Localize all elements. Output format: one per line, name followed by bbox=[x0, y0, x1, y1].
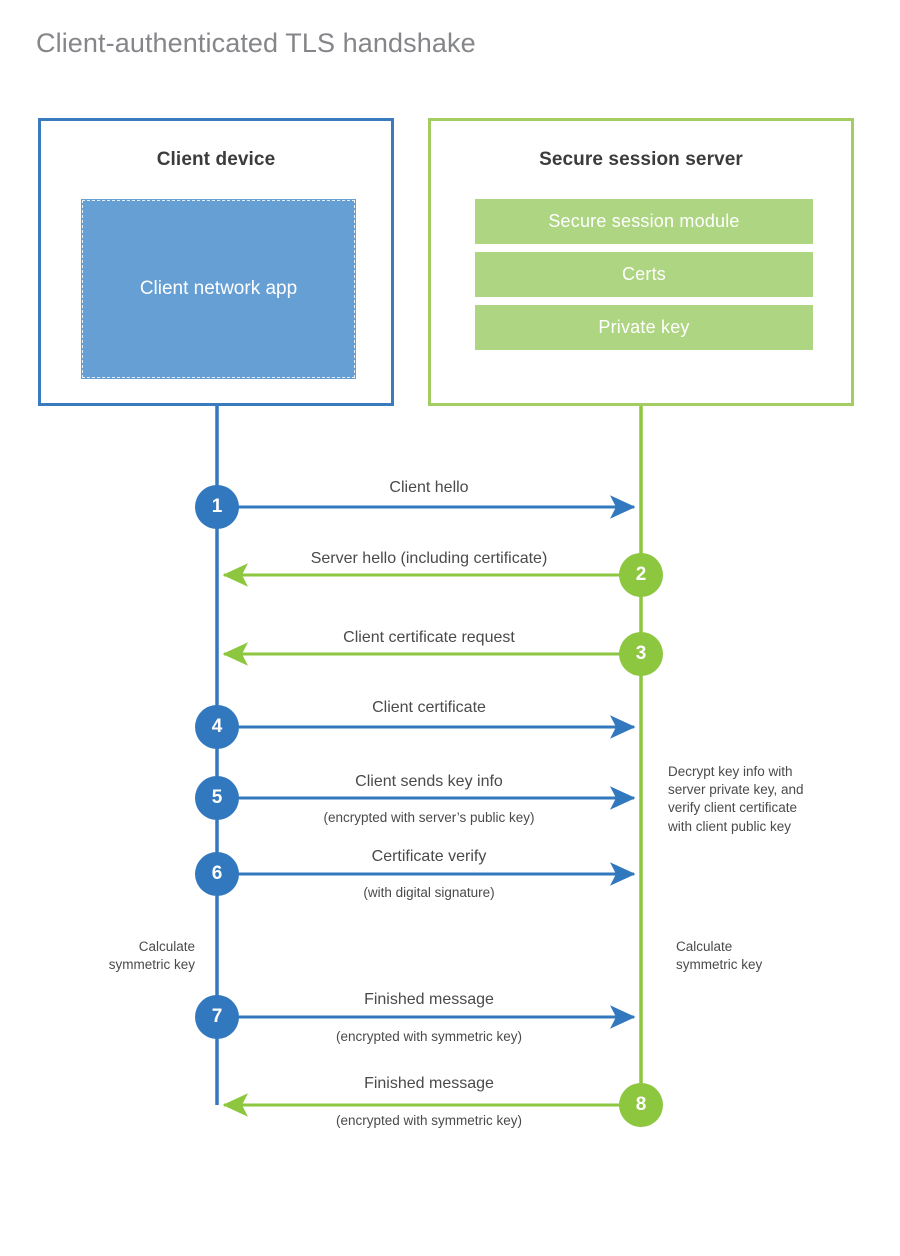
step-marker-1[interactable]: 1 bbox=[195, 485, 239, 529]
message-label-step-4: Client certificate bbox=[372, 699, 486, 716]
step-marker-6[interactable]: 6 bbox=[195, 852, 239, 896]
page-title: Client-authenticated TLS handshake bbox=[36, 28, 476, 58]
message-label-step-8: Finished message bbox=[364, 1075, 494, 1092]
message-sublabel-step-6: (with digital signature) bbox=[363, 885, 495, 900]
secure-session-server-title: Secure session server bbox=[539, 149, 743, 170]
server-module-label: Certs bbox=[621, 264, 666, 284]
secure-session-server-box: Secure session server Secure session mod… bbox=[428, 118, 854, 406]
client-network-app-block: Client network app bbox=[81, 199, 356, 379]
client-device-title: Client device bbox=[156, 149, 276, 170]
server-module-item: Secure session module bbox=[475, 199, 813, 244]
step-marker-8[interactable]: 8 bbox=[619, 1083, 663, 1127]
server-module-item: Certs bbox=[475, 252, 813, 297]
message-label-step-2: Server hello (including certificate) bbox=[310, 550, 548, 567]
message-label-step-7: Finished message bbox=[364, 991, 494, 1008]
server-module-item: Private key bbox=[475, 305, 813, 350]
message-label-step-5: Client sends key info bbox=[355, 773, 503, 790]
message-sublabel-step-7: (encrypted with symmetric key) bbox=[335, 1029, 523, 1044]
message-label-step-1: Client hello bbox=[389, 479, 469, 496]
step-marker-3[interactable]: 3 bbox=[619, 632, 663, 676]
message-label-step-3: Client certificate request bbox=[343, 629, 515, 646]
step-marker-2[interactable]: 2 bbox=[619, 553, 663, 597]
step-marker-4[interactable]: 4 bbox=[195, 705, 239, 749]
client-network-app-label: Client network app bbox=[139, 278, 298, 300]
step-marker-5[interactable]: 5 bbox=[195, 776, 239, 820]
client-device-box: Client device Client network app bbox=[38, 118, 394, 406]
message-label-step-6: Certificate verify bbox=[371, 848, 487, 865]
server-module-label: Private key bbox=[598, 317, 690, 337]
step-marker-7[interactable]: 7 bbox=[195, 995, 239, 1039]
message-sublabel-step-8: (encrypted with symmetric key) bbox=[335, 1113, 523, 1128]
server-module-label: Secure session module bbox=[548, 211, 740, 231]
message-sublabel-step-5: (encrypted with server’s public key) bbox=[323, 810, 535, 825]
server-module-list: Secure session module Certs Private key bbox=[475, 199, 813, 358]
